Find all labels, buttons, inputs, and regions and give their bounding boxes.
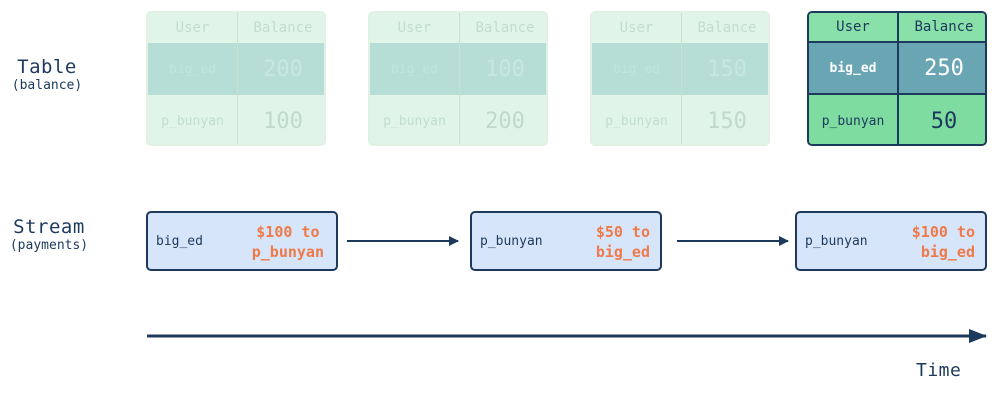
event-amount: $50 to big_ed xyxy=(596,222,650,262)
payment-event-3: p_bunyan $100 to big_ed xyxy=(795,211,987,271)
header-balance: Balance xyxy=(899,13,985,43)
cell-balance: 50 xyxy=(899,95,985,144)
header-balance: Balance xyxy=(697,20,757,36)
cell-balance: 200 xyxy=(238,43,324,95)
header-balance: Balance xyxy=(253,20,313,36)
event-amount-line1: $100 to xyxy=(911,223,975,241)
stream-row-label: Stream (payments) xyxy=(0,216,98,254)
stream-label-title: Stream xyxy=(13,216,85,238)
event-amount-line2: big_ed xyxy=(595,243,650,261)
event-amount: $100 to big_ed xyxy=(912,222,975,262)
event-user: p_bunyan xyxy=(480,233,543,249)
event-amount-line2: big_ed xyxy=(920,243,975,261)
payment-event-1: big_ed $100 to p_bunyan xyxy=(146,211,338,271)
header-user: User xyxy=(370,13,460,43)
cell-user: big_ed xyxy=(592,43,682,95)
header-balance: Balance xyxy=(475,20,535,36)
cell-user: p_bunyan xyxy=(592,95,682,144)
time-axis-label: Time xyxy=(916,360,962,381)
cell-balance: 250 xyxy=(899,43,985,95)
table-label-subtitle: (balance) xyxy=(11,78,83,93)
cell-balance: 200 xyxy=(485,109,525,134)
balance-table-snapshot-2: User Balance big_ed 100 p_bunyan 200 xyxy=(368,11,548,146)
cell-user: big_ed xyxy=(148,43,238,95)
event-amount-line2: p_bunyan xyxy=(251,243,324,261)
event-amount-line1: $50 to xyxy=(595,223,650,241)
cell-user: big_ed xyxy=(370,43,460,95)
cell-user: big_ed xyxy=(809,43,899,95)
stream-label-subtitle: (payments) xyxy=(9,238,89,253)
cell-user: p_bunyan xyxy=(370,95,460,144)
event-amount: $100 to p_bunyan xyxy=(252,222,324,262)
cell-balance: 100 xyxy=(460,43,546,95)
header-user: User xyxy=(148,13,238,43)
balance-table-snapshot-3: User Balance big_ed 150 p_bunyan 150 xyxy=(590,11,770,146)
table-label-title: Table xyxy=(17,56,77,78)
event-user: p_bunyan xyxy=(805,233,868,249)
balance-table-snapshot-1: User Balance big_ed 200 p_bunyan 100 xyxy=(146,11,326,146)
cell-balance: 100 xyxy=(263,109,303,134)
header-user: User xyxy=(809,13,899,43)
cell-user: p_bunyan xyxy=(809,95,899,144)
cell-balance: 150 xyxy=(682,43,768,95)
event-user: big_ed xyxy=(156,233,203,249)
table-row-label: Table (balance) xyxy=(0,56,94,94)
event-amount-line1: $100 to xyxy=(256,223,320,241)
payment-event-2: p_bunyan $50 to big_ed xyxy=(470,211,662,271)
balance-table-current: User Balance big_ed 250 p_bunyan 50 xyxy=(807,11,987,146)
cell-user: p_bunyan xyxy=(148,95,238,144)
header-user: User xyxy=(592,13,682,43)
cell-balance: 150 xyxy=(707,109,747,134)
